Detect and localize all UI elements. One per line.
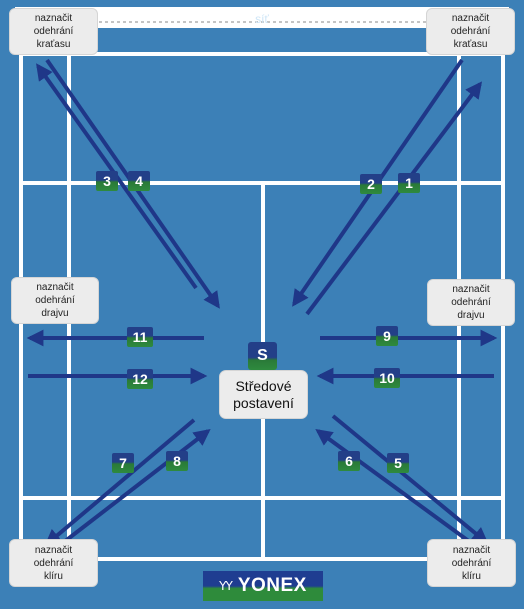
- box-top-right-drop: naznačit odehrání kraťasu: [426, 8, 515, 55]
- yonex-wordmark: YONEX: [237, 575, 307, 596]
- yonex-mark-icon: ΥΥ: [219, 579, 233, 593]
- box-bottom-left-clear: naznačit odehrání klíru: [9, 539, 98, 587]
- arrow-6: [315, 429, 472, 544]
- badge-4: 4: [128, 171, 150, 191]
- badge-8: 8: [166, 451, 188, 471]
- badge-1: 1: [398, 173, 420, 193]
- net: [15, 7, 509, 24]
- arrow-7: [44, 418, 196, 547]
- badge-3: 3: [96, 171, 118, 191]
- badge-10: 10: [374, 368, 400, 388]
- arrow-5: [331, 414, 489, 545]
- box-bottom-right-clear: naznačit odehrání klíru: [427, 539, 516, 587]
- badge-2: 2: [360, 174, 382, 194]
- arrow-8: [62, 428, 211, 544]
- yonex-logo: ΥΥ YONEX: [203, 571, 323, 601]
- badge-7: 7: [112, 453, 134, 473]
- badge-6: 6: [338, 451, 360, 471]
- net-label: síť: [255, 12, 269, 26]
- arrow-1: [305, 81, 483, 316]
- badge-12: 12: [127, 369, 153, 389]
- box-top-left-drop: naznačit odehrání kraťasu: [9, 8, 98, 55]
- badge-9: 9: [376, 326, 398, 346]
- badge-5: 5: [387, 453, 409, 473]
- center-position-box: Středové postavení: [219, 370, 308, 419]
- box-mid-left-drive: naznačit odehrání drajvu: [11, 277, 99, 324]
- center-badge: S: [248, 342, 277, 370]
- box-mid-right-drive: naznačit odehrání drajvu: [427, 279, 515, 326]
- badge-11: 11: [127, 327, 153, 347]
